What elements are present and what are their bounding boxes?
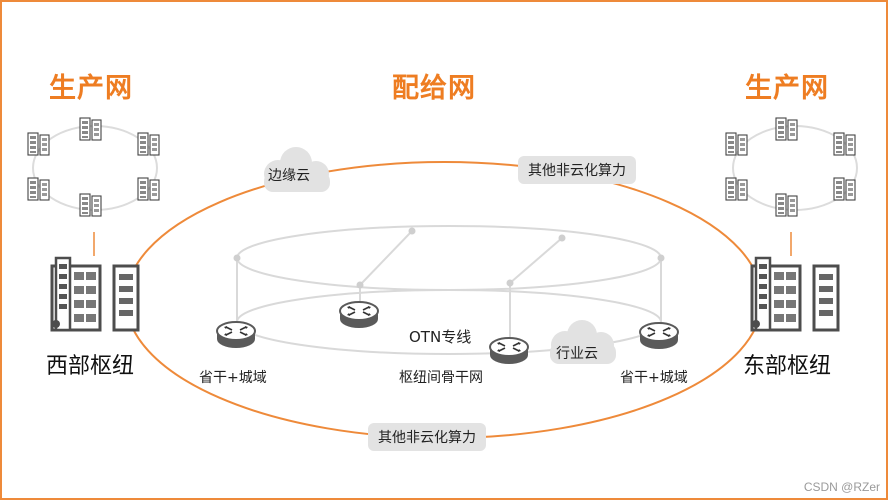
right-router-label: 省干+城域	[620, 370, 688, 386]
left-router-label: 省干+城域	[199, 370, 267, 386]
industry-cloud-label: 行业云	[556, 346, 598, 362]
non-cloud-compute-bottom: 其他非云化算力	[368, 423, 486, 451]
left-router-icon	[216, 321, 256, 349]
right-router-icon	[639, 322, 679, 350]
watermark: CSDN @RZer	[803, 480, 880, 494]
west-hub-label: 西部枢纽	[46, 354, 135, 379]
east-hub-label: 东部枢纽	[743, 354, 832, 379]
right-title: 生产网	[745, 73, 829, 104]
backbone-nodes	[233, 227, 665, 289]
center-title: 配给网	[392, 73, 476, 104]
non-cloud-compute-top: 其他非云化算力	[518, 156, 636, 184]
left-title: 生产网	[49, 73, 133, 104]
industry-cloud-shape	[550, 320, 616, 364]
east-hub-rack	[750, 256, 840, 332]
center-router-label: 枢纽间骨干网	[399, 370, 483, 386]
edge-cloud-label: 边缘云	[268, 168, 310, 184]
west-hub-rack	[50, 256, 140, 332]
edge-cloud-shape	[264, 147, 330, 192]
left-cluster-ring	[27, 117, 160, 217]
distribution-network-ellipse	[125, 161, 763, 439]
right-cluster-ring	[725, 117, 858, 217]
otn-label: OTN专线	[409, 328, 472, 346]
center-router-icon	[489, 337, 529, 365]
top-router-icon	[339, 301, 379, 329]
